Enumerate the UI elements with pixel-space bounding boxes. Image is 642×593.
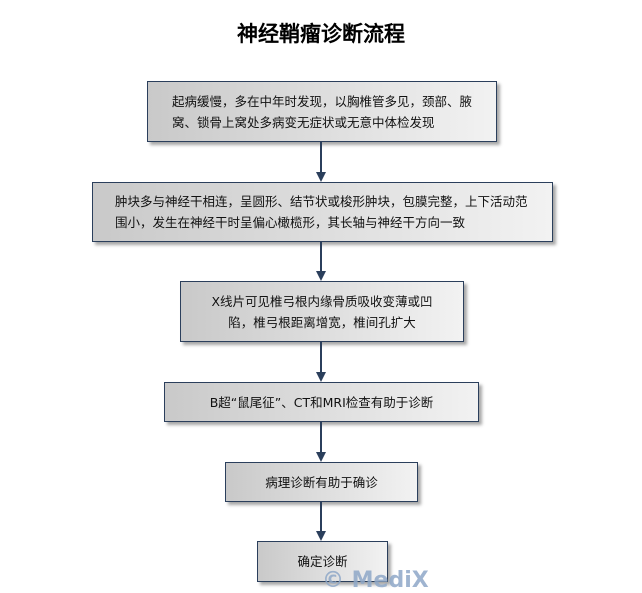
arrow-connector [316,342,326,382]
step-xray: X线片可见椎弓根内缘骨质吸收变薄或凹陷，椎弓根距离增宽，椎间孔扩大 [180,281,464,342]
step-text: 确定诊断 [297,554,348,569]
arrow-connector [316,502,326,541]
arrow-connector [316,142,326,182]
step-pathology: 病理诊断有助于确诊 [225,462,418,502]
step-text: 肿块多与神经干相连，呈圆形、结节状或梭形肿块，包膜完整，上下活动范围小，发生在神… [115,194,528,230]
step-text: 起病缓慢，多在中年时发现，以胸椎管多见，颈部、腋窝、锁骨上窝处多病变无症状或无意… [172,93,473,130]
step-text: B超“鼠尾征”、CT和MRI检查有助于诊断 [209,394,434,410]
step-diagnosis: 确定诊断 [257,541,388,582]
arrow-connector [316,242,326,281]
step-text: X线片可见椎弓根内缘骨质吸收变薄或凹陷，椎弓根距离增宽，椎间孔扩大 [211,293,433,330]
diagram-title: 神经鞘瘤诊断流程 [237,22,405,46]
step-onset: 起病缓慢，多在中年时发现，以胸椎管多见，颈部、腋窝、锁骨上窝处多病变无症状或无意… [147,81,497,142]
step-imaging: B超“鼠尾征”、CT和MRI检查有助于诊断 [164,382,479,422]
arrow-connector [316,422,326,462]
watermark: © MediX [322,568,429,593]
step-mass: 肿块多与神经干相连，呈圆形、结节状或梭形肿块，包膜完整，上下活动范围小，发生在神… [92,182,553,242]
step-text: 病理诊断有助于确诊 [265,474,378,490]
